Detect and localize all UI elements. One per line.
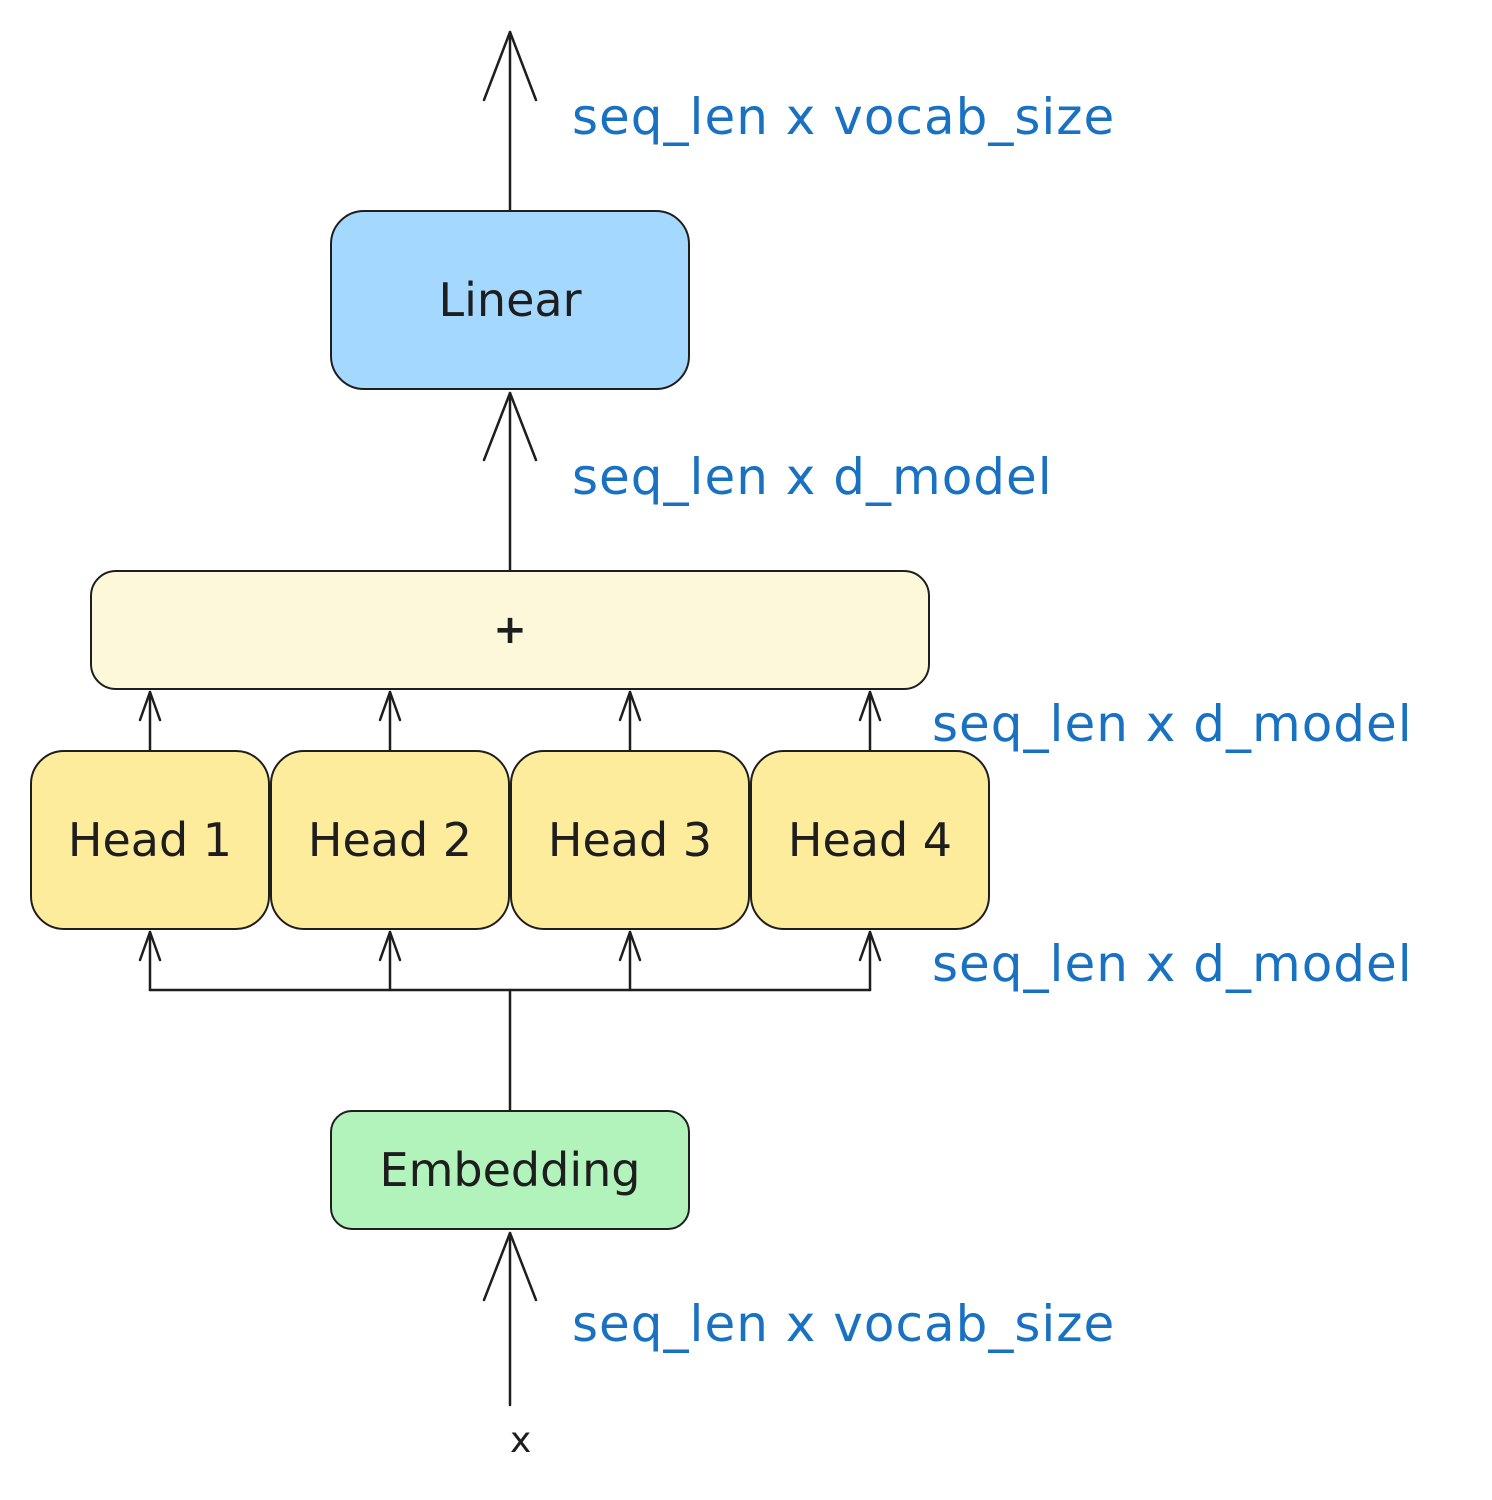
input-dimension-label: seq_len x vocab_size (572, 1295, 1116, 1353)
head-1-block: Head 1 (30, 750, 270, 930)
arrow-input-to-embedding (482, 1231, 538, 1407)
head-2-label: Head 2 (307, 813, 473, 867)
head-2-block: Head 2 (270, 750, 510, 930)
linear-label: Linear (438, 273, 582, 327)
arrow-into-head-4 (858, 930, 882, 992)
arrow-linear-to-output (482, 30, 538, 212)
sum-label: + (493, 607, 527, 653)
embedding-block: Embedding (330, 1110, 690, 1230)
head-4-block: Head 4 (750, 750, 990, 930)
arrow-into-head-2 (378, 930, 402, 992)
sum-output-dimension-label: seq_len x d_model (572, 448, 1053, 506)
input-x-label: x (510, 1420, 532, 1461)
output-dimension-label: seq_len x vocab_size (572, 88, 1116, 146)
head-input-dimension-label: seq_len x d_model (932, 935, 1413, 993)
arrow-head-2-to-sum (378, 690, 402, 752)
arrow-sum-to-linear (482, 391, 538, 572)
head-4-label: Head 4 (787, 813, 953, 867)
head-1-label: Head 1 (67, 813, 233, 867)
arrow-into-head-3 (618, 930, 642, 992)
head-3-block: Head 3 (510, 750, 750, 930)
arrow-into-head-1 (138, 930, 162, 992)
head-output-dimension-label: seq_len x d_model (932, 695, 1413, 753)
embedding-label: Embedding (379, 1143, 641, 1197)
arrow-head-1-to-sum (138, 690, 162, 752)
arrow-head-3-to-sum (618, 690, 642, 752)
arrow-head-4-to-sum (858, 690, 882, 752)
sum-block: + (90, 570, 930, 690)
head-3-label: Head 3 (547, 813, 713, 867)
embedding-to-heads-connector (148, 988, 872, 1112)
linear-block: Linear (330, 210, 690, 390)
